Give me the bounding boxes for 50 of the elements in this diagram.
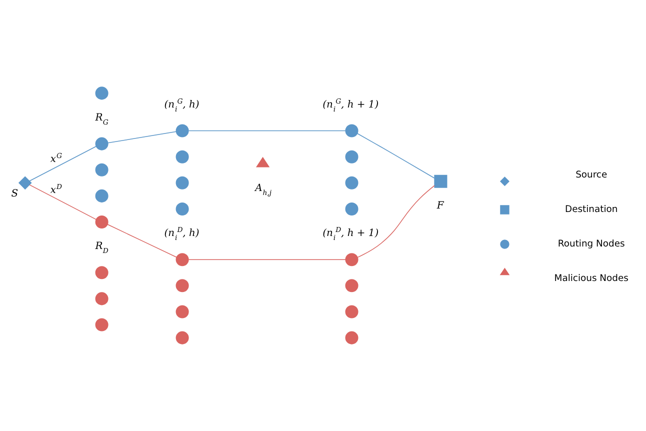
node-label: (n$_{i}$$^{G}$, h + 1)	[322, 97, 379, 114]
node-circle	[345, 202, 358, 216]
node-circle	[345, 150, 358, 164]
edge-label: x$^{D}$	[50, 183, 62, 196]
node-circle	[95, 318, 108, 332]
node-label: A$_{h,j}$	[255, 182, 272, 197]
connector	[188, 130, 346, 132]
node-circle	[95, 137, 108, 150]
node-circle	[176, 331, 189, 344]
node-circle	[95, 216, 108, 229]
legend-label: Malicious Nodes	[554, 273, 628, 284]
node-triangle	[256, 156, 270, 168]
node-circle	[345, 279, 358, 292]
node-circle	[176, 150, 189, 164]
node-circle	[345, 253, 358, 266]
node-circle	[345, 124, 358, 138]
node-circle	[95, 292, 108, 306]
node-label: R$_{G}$	[95, 112, 108, 126]
connector	[29, 184, 96, 220]
legend-label: Source	[576, 170, 608, 181]
node-label: (n$_{i}$$^{D}$, h)	[164, 226, 200, 242]
node-circle	[176, 124, 189, 138]
connector	[357, 185, 435, 258]
node-circle	[95, 86, 108, 100]
node-label: F	[436, 200, 444, 212]
node-box	[434, 174, 448, 188]
legend-label: Destination	[565, 204, 618, 216]
node-label: R$_{D}$	[95, 241, 108, 256]
node-circle	[176, 253, 189, 266]
node-label: (n$_{i}$$^{G}$, h)	[164, 97, 200, 114]
connector	[29, 146, 96, 182]
node-circle	[176, 176, 189, 190]
node-circle	[345, 331, 358, 344]
node-circle	[176, 305, 189, 318]
node-circle	[95, 163, 108, 176]
connector	[356, 133, 435, 178]
node-circle	[345, 176, 358, 190]
node-circle	[345, 305, 358, 318]
node-diamond	[18, 176, 32, 190]
node-circle	[176, 202, 189, 216]
edge-label: x$^{G}$	[50, 152, 62, 165]
node-label: (n$_{i}$$^{D}$, h + 1)	[322, 226, 379, 242]
legend-label: Routing Nodes	[558, 238, 625, 250]
connector	[188, 259, 346, 260]
connector	[107, 224, 177, 258]
node-label: S	[11, 188, 18, 200]
node-circle	[95, 189, 108, 202]
node-circle	[176, 279, 189, 292]
node-circle	[95, 266, 108, 280]
connector	[108, 131, 176, 144]
